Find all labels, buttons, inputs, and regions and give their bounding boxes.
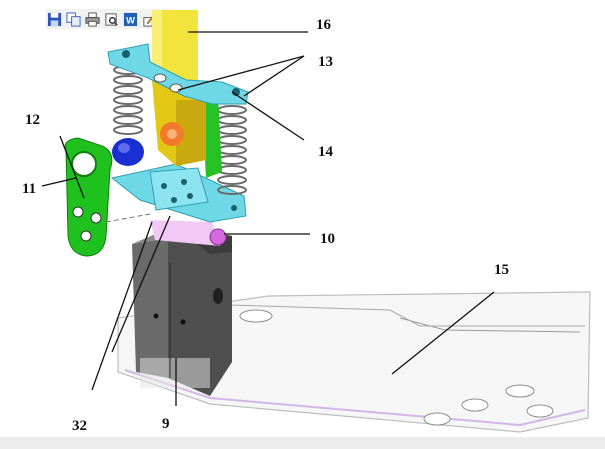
leader-lines	[41, 31, 495, 406]
save-icon[interactable]	[46, 11, 62, 27]
bottom-strip	[0, 437, 605, 449]
word-export-icon[interactable]: W	[122, 11, 138, 27]
base-plate	[117, 291, 591, 433]
callout-9: 9	[162, 416, 170, 432]
callout-14: 14	[318, 144, 333, 160]
adjust-knob	[112, 138, 144, 166]
green-link	[64, 137, 113, 257]
left-spring	[113, 65, 143, 135]
copy-icon[interactable]	[65, 11, 81, 27]
green-rear-plate	[202, 96, 222, 178]
callout-32: 32	[72, 418, 87, 434]
top-bracket	[107, 43, 249, 105]
callout-12: 12	[25, 112, 40, 128]
callout-15: 15	[494, 262, 509, 278]
callout-13: 13	[318, 54, 333, 70]
adjust-nut	[160, 122, 184, 146]
support-block	[132, 228, 232, 396]
pivot-pin	[150, 220, 227, 246]
yellow-shaft	[152, 10, 206, 166]
print-preview-icon[interactable]	[103, 11, 119, 27]
assembly-axis	[105, 213, 151, 223]
svg-text:W: W	[126, 15, 135, 25]
callout-11: 11	[22, 181, 37, 197]
toolbar: W ×	[46, 9, 174, 29]
right-spring	[217, 105, 247, 195]
cyan-bracket	[110, 163, 247, 223]
print-icon[interactable]	[84, 11, 100, 27]
callout-16: 16	[316, 17, 331, 33]
callout-10: 10	[320, 231, 335, 247]
